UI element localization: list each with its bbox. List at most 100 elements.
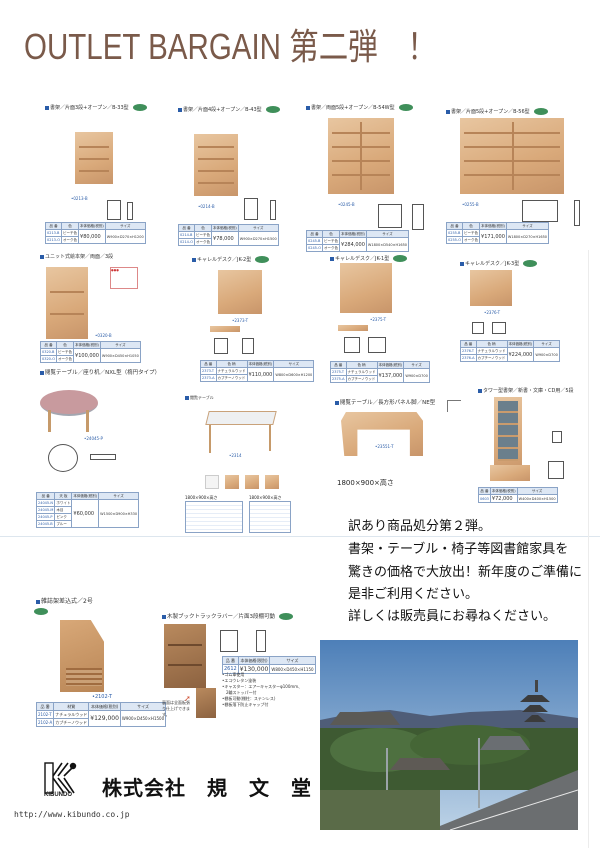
product-code-label: •0255-B (462, 202, 479, 207)
eco-mark-icon (255, 256, 270, 263)
product-picture-book-shelf: ユニット式絵本架／両面／3段 ●●● •0320-B 品 番色本体価格(税別)サ… (39, 253, 141, 363)
size-label: 1800×900×高さ (249, 495, 282, 500)
product-image-magazine-rack (60, 620, 104, 692)
dimension-diagram (244, 198, 258, 220)
product-title: 雑誌架差込式／2号 (36, 596, 156, 605)
dimension-diagram-side (492, 322, 506, 334)
color-swatch-beech (225, 475, 239, 489)
product-code-label: •2375-T (370, 317, 387, 322)
product-title: 閲覧テーブル (185, 395, 315, 401)
eco-mark-icon (278, 613, 293, 620)
product-b56: 書架／片面5段+オープン／B-56型 •0255-B 品 番色本体価格(税別)サ… (445, 108, 596, 248)
product-b54w: 書架／両面5段+オープン／B-54W型 •0245-B 品 番色本体価格(税別)… (305, 104, 431, 252)
product-image-tower-shelf (494, 397, 522, 475)
product-code-label: •2376-T (484, 310, 501, 315)
eco-mark-icon (398, 104, 413, 111)
price-table-small (249, 501, 291, 533)
eco-mark-icon (34, 608, 48, 615)
product-image-picture-book-shelf (46, 267, 88, 339)
product-title: キャレルデスク／JK-2型 (192, 256, 302, 263)
dimension-diagram-side (270, 200, 276, 220)
product-title: ユニット式絵本架／両面／3段 (40, 253, 140, 260)
notice-line-1: 訳あり商品処分第２弾。 (348, 519, 492, 534)
dimension-diagram-side (256, 630, 266, 652)
notice-line-5: 詳しくは販売員にお尋ねください。 (348, 609, 557, 624)
dimension-diagram-side (127, 202, 133, 220)
company-url[interactable]: http://www.kibundo.co.jp (14, 810, 130, 819)
product-image-table (205, 411, 277, 425)
product-b33: 書架／片面3段+オープン／B-33型 •0213-B 品 番色本体価格(税別)サ… (44, 104, 160, 244)
product-title: キャレルデスク／JK-1型 (330, 255, 440, 262)
product-title: 閲覧テーブル／座り机／NXL型（楕円タイプ） (40, 368, 160, 376)
product-code-label: •0213-B (71, 196, 88, 201)
company-name: 株式会社 規 文 堂 (102, 776, 312, 800)
size-label: 1800×900×高さ (185, 495, 218, 500)
page-edge-line (588, 250, 589, 848)
feature-notes: •ゴム車使用 •エコウレタン塗装 •キャスター：エアーキャスターφ100mm、 … (222, 672, 303, 707)
product-title: キャレルデスク／JK-3型 (460, 260, 585, 267)
kibundo-logo-icon (44, 762, 77, 794)
notice-line-4: 是非ご利用ください。 (348, 587, 479, 602)
product-tower-shelf: タワー型書架／新書・文庫・CD用／5段 品 番本体価格(税別)サイズ 0603¥… (478, 387, 598, 507)
product-code-label: •0214-B (198, 204, 215, 209)
product-title: 閲覧テーブル／長方形パネル脚／NE型 (335, 398, 465, 406)
product-book-truck: 木製ブックトラックラバー／片面3段棚可動 品 番本体価格(税別)サイズ 2612… (162, 612, 322, 752)
dimension-diagram (552, 431, 562, 443)
dimension-diagram (378, 204, 402, 228)
product-carrel-jk2: キャレルデスク／JK-2型 •2373-T 品 番色 柄本体価格(税別)サイズ … (192, 256, 315, 382)
product-title: 書架／片面3段+オープン／B-33型 (45, 104, 160, 111)
product-table-nxl: 閲覧テーブル／座り机／NXL型（楕円タイプ） •24045-P 品 番天 板本体… (35, 368, 160, 538)
product-table-ne: 閲覧テーブル／長方形パネル脚／NE型 •23551-T 1800×900×高さ (335, 398, 465, 508)
product-image-bookshelf (328, 118, 394, 194)
product-reading-table: 閲覧テーブル •2314 1800×900×高さ 1800×900×高さ (185, 395, 315, 535)
dimension-diagram-side (548, 461, 564, 479)
color-swatch-natural (265, 475, 279, 489)
eco-mark-icon (533, 108, 548, 115)
product-code-label: •0320-B (95, 333, 112, 338)
eco-mark-icon (523, 260, 538, 267)
color-swatch-white (205, 475, 219, 489)
color-swatch-oak (245, 475, 259, 489)
size-label: 1800×900×高さ (337, 479, 394, 487)
dimension-diagram (522, 200, 558, 222)
product-title: 書架／片面5段+オープン／B-56型 (446, 108, 596, 115)
product-title: 書架／両面5段+オープン／B-54W型 (306, 104, 431, 111)
dimension-diagram (220, 630, 238, 652)
feature-box: ●●● (110, 267, 138, 289)
color-swatch (338, 325, 368, 331)
dimension-diagram-side (90, 454, 116, 460)
dimension-diagram (472, 322, 484, 334)
product-title: タワー型書架／新書・文庫・CD用／5段 (478, 387, 598, 394)
eco-mark-icon (265, 106, 280, 113)
product-code-label: •2314 (229, 453, 242, 458)
dimension-diagram-side (368, 337, 386, 353)
product-image-carrel-desk (340, 263, 392, 313)
product-title: 木製ブックトラックラバー／片面3段棚可動 (162, 612, 322, 620)
eco-mark-icon (132, 104, 147, 111)
product-carrel-jk1: キャレルデスク／JK-1型 •2375-T 品 番色 柄本体価格(税別)サイズ … (330, 255, 440, 383)
product-code-label: •24045-P (84, 436, 103, 441)
color-swatch (210, 326, 240, 332)
edge-detail-box (447, 400, 461, 412)
product-code-label: •2373-T (232, 318, 249, 323)
product-magazine-rack: 雑誌架差込式／2号 •2102-T 品 番材質本体価格(税別)サイズ 2102-… (34, 596, 167, 746)
dimension-diagram (344, 337, 360, 353)
pagoda-landscape-image (320, 640, 578, 830)
logo-text: KIBUNDO (44, 792, 72, 798)
product-image-panel-table (341, 412, 423, 456)
company-logo: KIBUNDO (44, 762, 78, 800)
page-title: OUTLET BARGAIN 第二弾 ！ (24, 26, 437, 67)
product-title: 書架／片面4段+オープン／B-43型 (178, 106, 298, 113)
notice-line-3: 驚きの価格で大放出！新年度のご準備に (348, 565, 583, 580)
product-image-bookshelf (75, 132, 113, 184)
